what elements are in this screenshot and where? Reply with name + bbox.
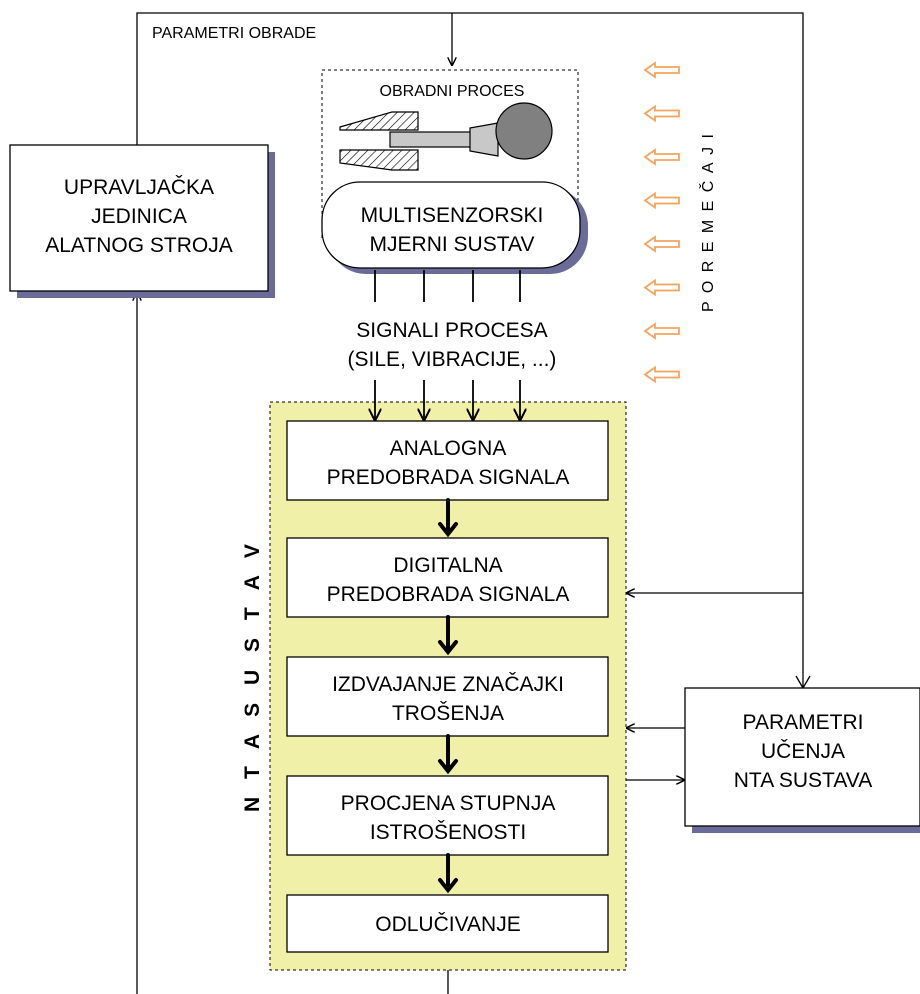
arrow-head-to-learning [795, 675, 804, 689]
disturbance-arrow-icon [643, 104, 680, 123]
control-unit-box: UPRAVLJAČKA JEDINICA ALATNOG STROJA [9, 144, 275, 298]
workpiece-icon [495, 102, 553, 160]
sensor-output-lines [374, 270, 521, 302]
learning-params-frame [684, 687, 920, 827]
analog-block-line-1: ANALOGNA [390, 437, 507, 460]
signals-line-2: (SILE, VIBRACIJE, ...) [348, 348, 557, 371]
multisensor-line-2: MJERNI SUSTAV [370, 233, 535, 256]
multisensor-frame [321, 181, 581, 269]
tool-holder-upper [339, 111, 419, 131]
nta-system-label: N T A S U S T A V [241, 538, 264, 812]
decision-block-label: ODLUČIVANJE [375, 913, 520, 936]
machining-parameters-label: PARAMETRI OBRADE [152, 25, 316, 42]
tool-illustration [339, 102, 553, 171]
estimate-block-line-2: ISTROŠENOSTI [370, 821, 526, 844]
digital-block-line-2: PREDOBRADA SIGNALA [327, 583, 570, 606]
disturbance-arrow-icon [643, 61, 680, 79]
features-block-line-2: TROŠENJA [392, 702, 504, 725]
control-unit-line-2: JEDINICA [91, 205, 187, 228]
analog-block-line-2: PREDOBRADA SIGNALA [327, 466, 570, 489]
disturbance-arrow-icon [643, 322, 680, 340]
disturbance-arrow-icon [643, 278, 680, 297]
nta-block-features: IZDVAJANJE ZNAČAJKI TROŠENJA [286, 656, 609, 737]
disturbances-label: P O R E M E Č A J I [698, 132, 717, 312]
digital-block-line-1: DIGITALNA [393, 554, 502, 577]
nta-block-decision: ODLUČIVANJE [286, 894, 609, 953]
learning-params-line-3: NTA SUSTAVA [734, 769, 872, 792]
nta-block-digital: DIGITALNA PREDOBRADA SIGNALA [286, 537, 609, 618]
process-title: OBRADNI PROCES [380, 83, 525, 100]
tool-holder-lower [339, 149, 419, 171]
nta-block-analog: ANALOGNA PREDOBRADA SIGNALA [286, 420, 609, 501]
disturbance-arrow-icon [643, 191, 680, 210]
disturbance-arrow-icon [643, 235, 680, 253]
control-unit-line-1: UPRAVLJAČKA [64, 176, 214, 199]
features-block-line-1: IZDVAJANJE ZNAČAJKI [332, 673, 564, 696]
control-unit-frame [9, 144, 269, 292]
machining-process-box: OBRADNI PROCES [321, 69, 579, 241]
multisensor-box: MULTISENZORSKI MJERNI SUSTAV [321, 181, 588, 274]
arrow-head-to-learning-2 [802, 675, 811, 689]
tool-shaft [389, 131, 481, 148]
learning-params-box: PARAMETRI UČENJA NTA SUSTAVA [684, 687, 920, 833]
learning-params-line-2: UČENJA [761, 740, 845, 763]
top-parameter-line [136, 12, 804, 688]
tool-insert [469, 122, 499, 157]
nta-flow-arrows [438, 498, 458, 894]
nta-block-estimate: PROCJENA STUPNJA ISTROŠENOSTI [286, 775, 609, 856]
control-unit-line-3: ALATNOG STROJA [45, 234, 232, 257]
disturbance-arrow-icon [643, 365, 680, 384]
estimate-block-line-1: PROCJENA STUPNJA [341, 792, 556, 815]
multisensor-line-1: MULTISENZORSKI [361, 204, 544, 227]
signals-line-1: SIGNALI PROCESA [356, 319, 547, 342]
signal-arrows [375, 380, 520, 421]
disturbance-arrow-icon [643, 148, 680, 166]
learning-params-line-1: PARAMETRI [743, 711, 864, 734]
disturbance-arrows [643, 61, 680, 384]
